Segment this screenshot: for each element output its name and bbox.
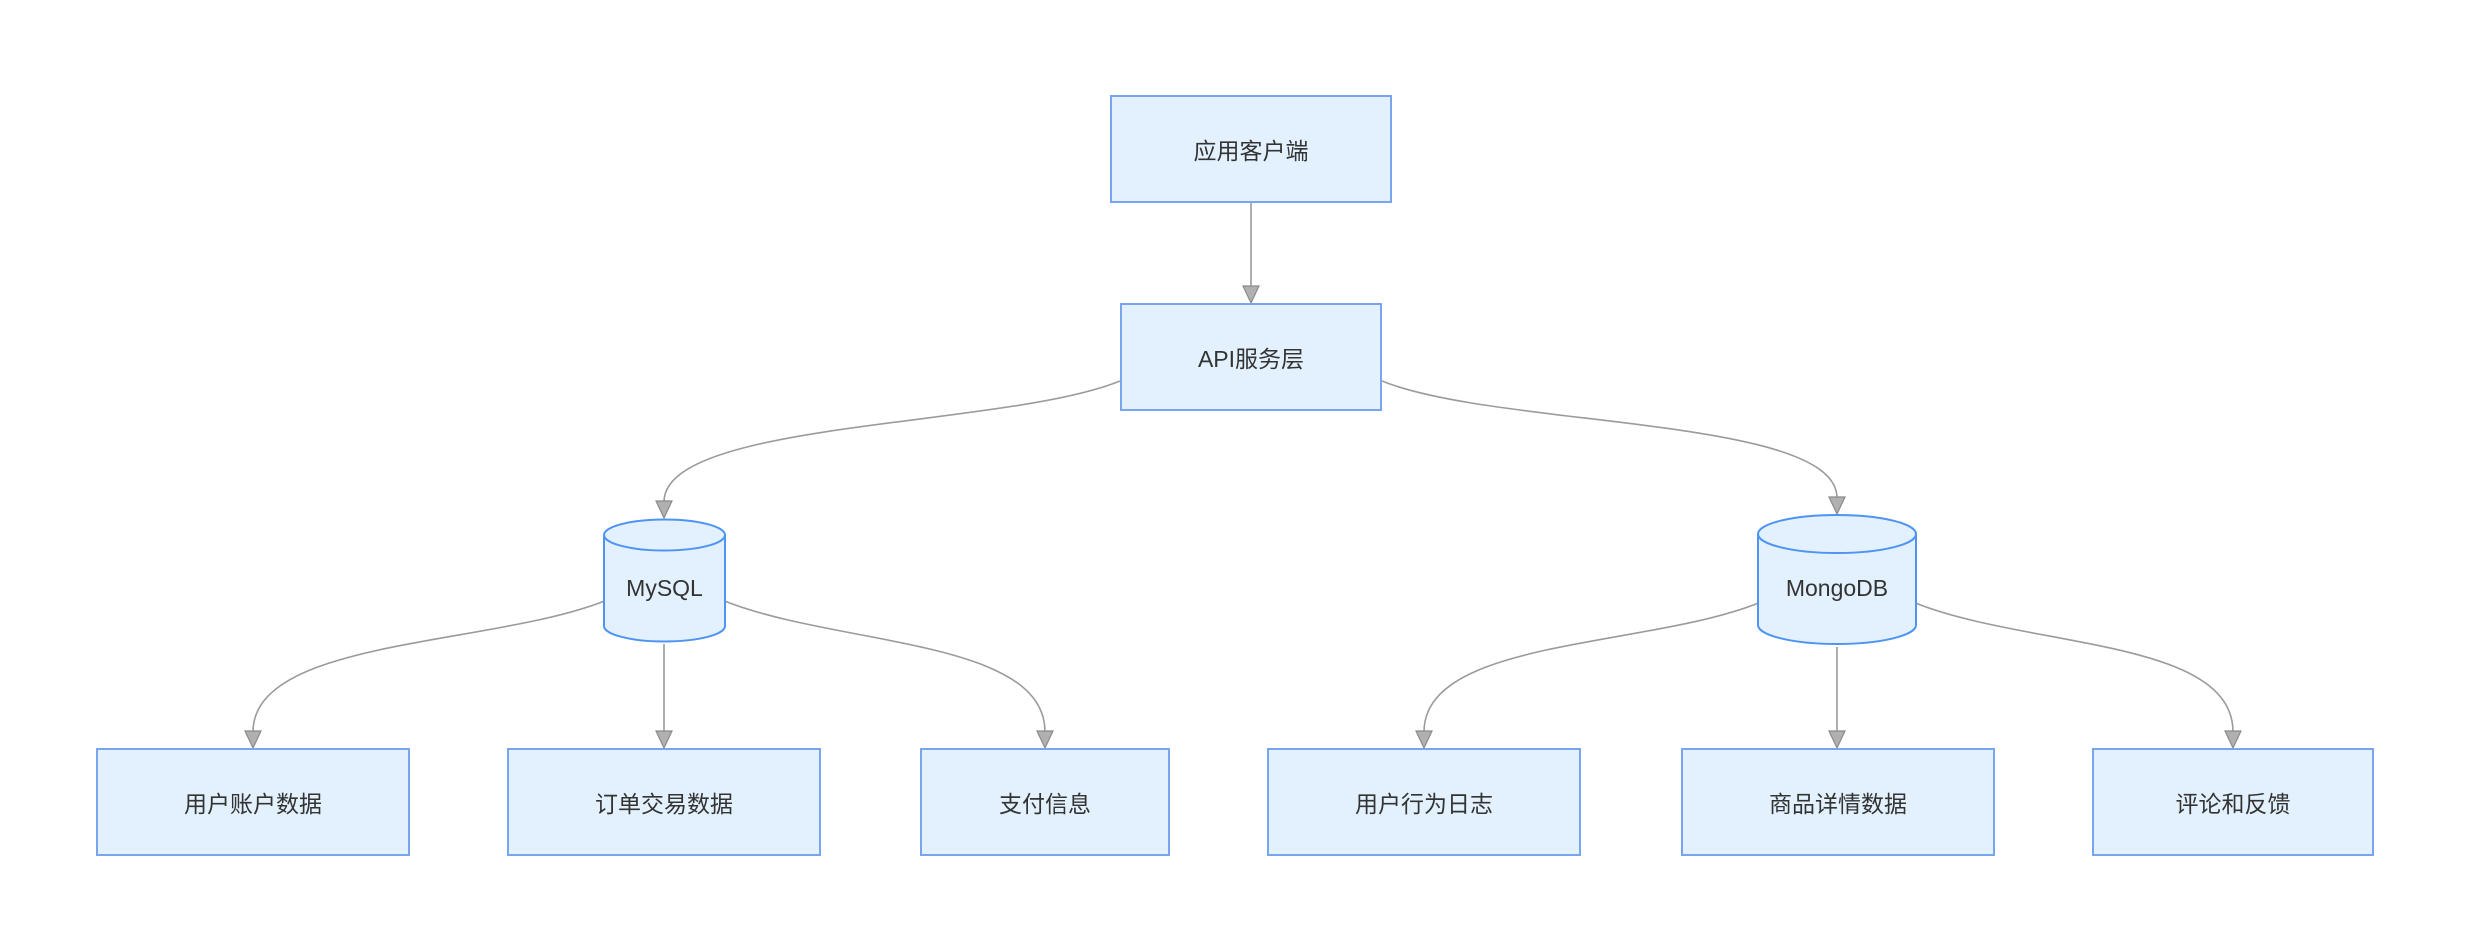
edge-mongodb-to-user-behavior-log-arrowhead-icon — [1415, 730, 1433, 750]
edge-api-layer-to-mongodb-arrowhead-icon — [1828, 496, 1846, 516]
node-user-account-data-label: 用户账户数据 — [184, 791, 322, 817]
node-user-behavior-log[interactable]: 用户行为日志 — [1267, 748, 1581, 856]
mongodb-cylinder-icon — [1757, 514, 1917, 645]
node-app-client-label: 应用客户端 — [1193, 138, 1309, 164]
node-user-behavior-log-label: 用户行为日志 — [1355, 791, 1493, 817]
node-comments-feedback-label: 评论和反馈 — [2175, 791, 2291, 817]
mysql-cylinder-icon — [603, 518, 726, 643]
edge-api-layer-to-mongodb — [1381, 380, 1838, 499]
node-app-client[interactable]: 应用客户端 — [1110, 95, 1392, 203]
edge-mongodb-to-product-detail-data-arrowhead-icon — [1828, 730, 1846, 750]
edge-mysql-to-payment-info — [721, 599, 1046, 733]
node-comments-feedback[interactable]: 评论和反馈 — [2092, 748, 2374, 856]
node-user-account-data[interactable]: 用户账户数据 — [96, 748, 410, 856]
node-api-layer[interactable]: API服务层 — [1120, 303, 1382, 411]
edge-mongodb-to-user-behavior-log — [1423, 601, 1762, 733]
node-order-transaction-data[interactable]: 订单交易数据 — [507, 748, 821, 856]
edge-mongodb-to-comments-feedback — [1912, 601, 2234, 733]
edge-api-layer-to-mysql — [663, 380, 1121, 503]
node-mongodb[interactable]: MongoDB — [1757, 514, 1917, 646]
edge-mysql-to-order-transaction-data-arrowhead-icon — [655, 730, 673, 750]
node-product-detail-data[interactable]: 商品详情数据 — [1681, 748, 1995, 856]
node-api-layer-label: API服务层 — [1197, 346, 1305, 372]
node-mysql-label: MySQL — [626, 575, 703, 601]
edge-app-client-to-api-layer-arrowhead-icon — [1242, 285, 1260, 305]
edge-mysql-to-payment-info-arrowhead-icon — [1036, 730, 1054, 750]
edge-api-layer-to-mysql-arrowhead-icon — [655, 500, 673, 520]
node-order-transaction-data-label: 订单交易数据 — [595, 791, 733, 817]
edge-mongodb-to-comments-feedback-arrowhead-icon — [2224, 730, 2242, 750]
edge-mysql-to-user-account-data — [252, 599, 608, 733]
edge-mysql-to-user-account-data-arrowhead-icon — [244, 730, 262, 750]
node-mysql[interactable]: MySQL — [603, 518, 726, 643]
node-payment-info-label: 支付信息 — [999, 791, 1091, 817]
node-mongodb-label: MongoDB — [1785, 575, 1889, 601]
node-payment-info[interactable]: 支付信息 — [920, 748, 1170, 856]
node-product-detail-data-label: 商品详情数据 — [1769, 791, 1907, 817]
